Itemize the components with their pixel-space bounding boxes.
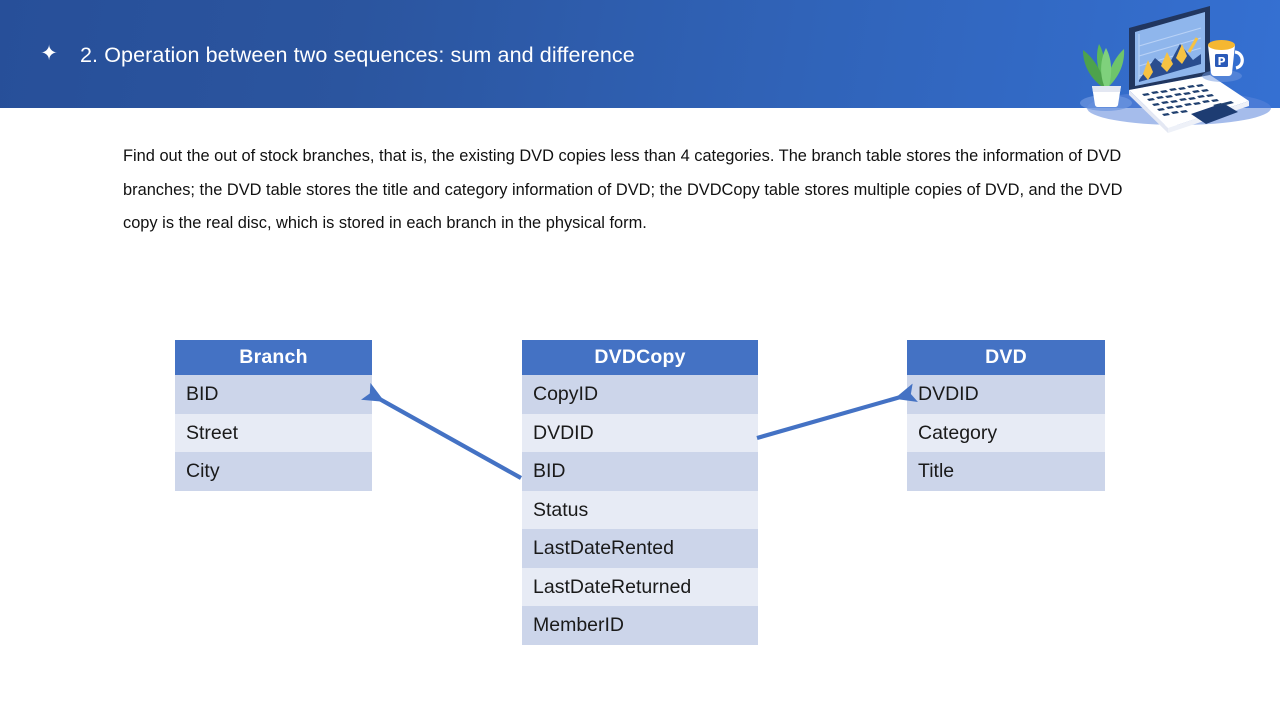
field-row: DVDID (907, 375, 1105, 414)
field-row: LastDateRented (522, 529, 758, 568)
slide-title: 2. Operation between two sequences: sum … (80, 43, 635, 67)
field-row: Street (175, 413, 372, 452)
field-row: Status (522, 490, 758, 529)
field-row: City (175, 452, 372, 491)
slide-header-band: ✦ 2. Operation between two sequences: su… (0, 0, 1280, 108)
body-paragraph: Find out the out of stock branches, that… (123, 147, 1123, 232)
arrow-dvdcopy-bid-to-branch-bid (361, 382, 523, 480)
field-row: Title (907, 452, 1105, 491)
entity-table-branch: Branch BID Street City (175, 340, 372, 491)
field-row: MemberID (522, 606, 758, 645)
field-row: BID (522, 452, 758, 491)
entity-table-dvdcopy: DVDCopy CopyID DVDID BID Status LastDate… (522, 340, 758, 645)
entity-table-dvd: DVD DVDID Category Title (907, 340, 1105, 491)
arrow-dvdcopy-dvdid-to-dvd-dvdid (756, 383, 918, 441)
field-row: LastDateReturned (522, 567, 758, 606)
entity-header-dvdcopy: DVDCopy (522, 340, 758, 375)
four-point-star-icon: ✦ (40, 42, 58, 65)
field-row: BID (175, 375, 372, 414)
entity-header-dvd: DVD (907, 340, 1105, 375)
field-row: CopyID (522, 375, 758, 414)
entity-header-branch: Branch (175, 340, 372, 375)
field-row: Category (907, 413, 1105, 452)
field-row: DVDID (522, 413, 758, 452)
